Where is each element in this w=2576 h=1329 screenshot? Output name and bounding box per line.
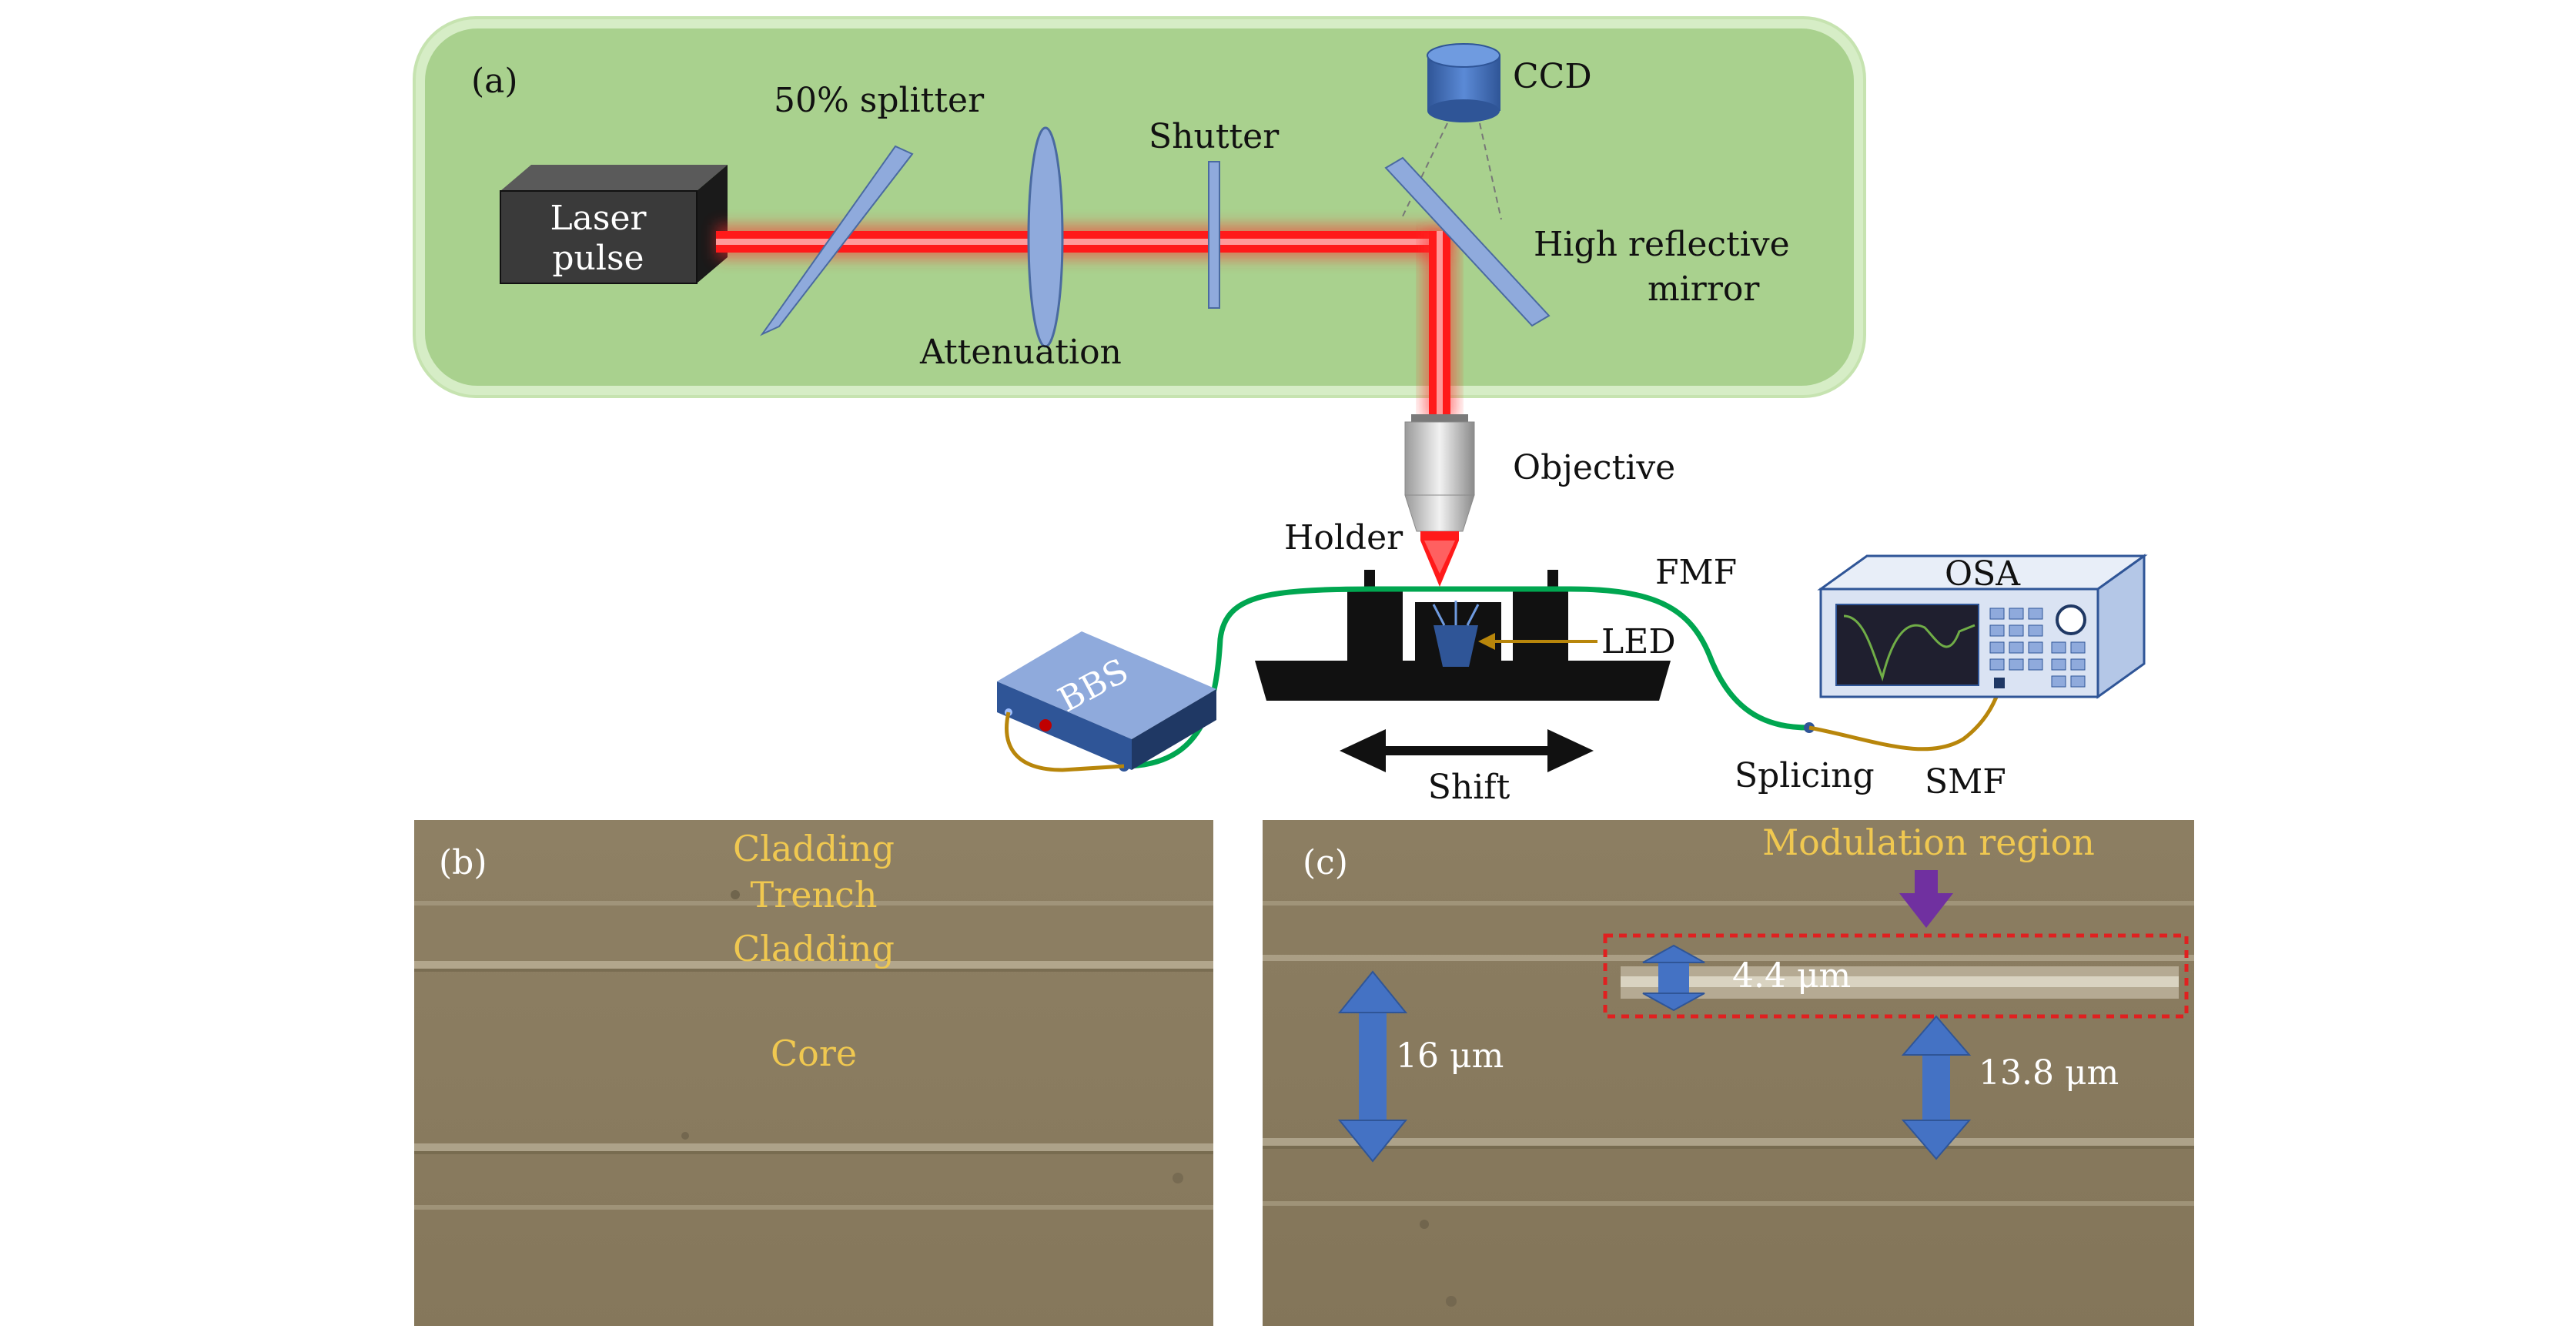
modulation-pointer-arrow [1899, 870, 1953, 928]
attenuation-label: Attenuation [919, 333, 1122, 372]
cladding-mid-label: Cladding [733, 928, 895, 969]
smf-label: SMF [1925, 762, 2006, 802]
dim-left-label: 16 μm [1396, 1036, 1504, 1076]
core-label: Core [771, 1033, 857, 1074]
modulation-region-label: Modulation region [1762, 822, 2095, 863]
smf-fiber [1808, 684, 2004, 752]
ccd-label: CCD [1513, 57, 1592, 96]
optical-table [414, 18, 1865, 397]
laser-pulse-box: Laser pulse [500, 165, 728, 284]
laser-label-line1: Laser [550, 199, 647, 238]
shutter-plate [1208, 161, 1220, 309]
shift-arrow [1340, 729, 1594, 772]
splitter-label: 50% splitter [774, 81, 985, 120]
mirror-label-line2: mirror [1648, 269, 1760, 309]
trench-label: Trench [751, 874, 878, 916]
panel-b-tag: (b) [439, 843, 487, 882]
shift-label: Shift [1428, 768, 1510, 807]
dim-4-4-arrow [1642, 944, 1705, 1012]
cladding-top-label: Cladding [733, 828, 895, 869]
dim-small-label: 4.4 μm [1732, 956, 1851, 996]
led-source [1434, 625, 1478, 667]
fiber-holder-stage [1255, 570, 1671, 701]
attenuation-lens [1027, 126, 1064, 348]
bbs-source: BBS [997, 631, 1216, 772]
holder-label: Holder [1284, 518, 1403, 557]
objective-label: Objective [1513, 448, 1675, 487]
fmf-label: FMF [1655, 553, 1737, 592]
dim-right-label: 13.8 μm [1979, 1053, 2119, 1093]
panel-b-micrograph: (b) Cladding Trench Cladding Core [414, 820, 1213, 1329]
mirror-label-line1: High reflective [1534, 225, 1790, 264]
splitter-plate [760, 145, 914, 336]
dim-13-8-arrow [1901, 1015, 1972, 1160]
objective-lens [1404, 414, 1475, 587]
osa-instrument: OSA [1817, 554, 2148, 699]
panel-a-tag: (a) [471, 62, 518, 101]
panel-c-micrograph: (c) Modulation region 4.4 μm 16 μm 13.8 … [1263, 820, 2194, 1329]
shutter-label: Shutter [1149, 117, 1280, 156]
osa-label: OSA [1945, 554, 2021, 594]
panel-c-tag: (c) [1303, 843, 1348, 882]
panel-a: (a) Laser pulse 50% splitter Attenuation [413, 16, 1866, 420]
splicing-label: Splicing [1735, 756, 1875, 795]
laser-label-line2: pulse [552, 239, 644, 278]
led-label: LED [1601, 622, 1676, 661]
dim-16-arrow [1337, 970, 1408, 1163]
high-reflective-mirror [1384, 156, 1551, 327]
ccd-camera [1400, 43, 1502, 220]
